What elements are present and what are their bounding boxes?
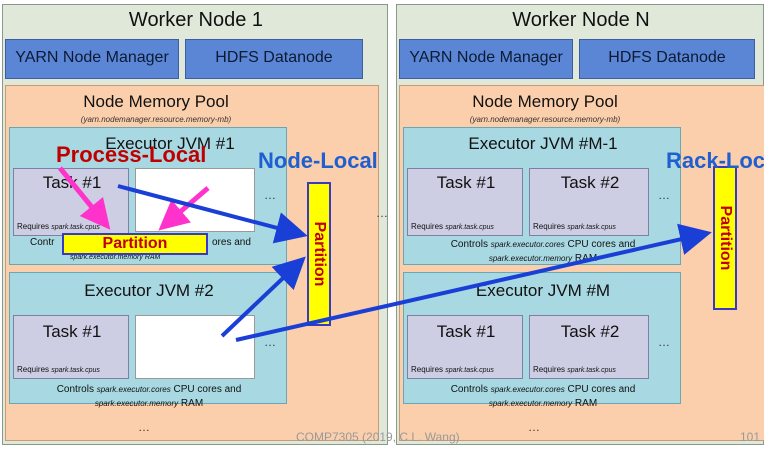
- executor-jvm-2-title: Executor JVM #2: [84, 281, 214, 300]
- node-local-label: Node-Local: [258, 148, 378, 173]
- arrow-node-local-2: [220, 256, 306, 338]
- arrow-process-local-1: [58, 166, 111, 230]
- task-box: Task #2 Requires spark.task.cpus: [529, 168, 649, 236]
- task-requires: Requires spark.task.cpus: [411, 365, 494, 374]
- executor-controls-line2: spark.executor.memory RAM: [70, 254, 161, 261]
- footer-credit: COMP7305 (2019, C.L. Wang): [296, 430, 460, 444]
- ellipsis: …: [264, 188, 276, 202]
- node-memory-pool-title: Node Memory Pool: [83, 92, 229, 111]
- executor-jvm-1-title: Executor JVM #1: [105, 134, 235, 153]
- page-number: 101: [740, 430, 761, 444]
- executor-title: Executor JVM #M-1: [468, 134, 618, 153]
- executor-controls: Controls spark.executor.cores CPU cores …: [450, 239, 636, 264]
- task-name: Task #1: [436, 173, 496, 192]
- executor-title: Executor JVM #M: [475, 281, 611, 300]
- partition-node-local: Partition: [307, 182, 331, 326]
- task-box: Task #1 Requires spark.task.cpus: [13, 315, 129, 379]
- executor-controls: Controls spark.executor.cores CPU cores …: [450, 384, 636, 409]
- partition-rack-local: Partition: [713, 166, 737, 310]
- ellipsis: …: [658, 335, 670, 349]
- worker-node-1-title: Worker Node 1: [128, 9, 264, 31]
- executor-controls: Controls spark.executor.cores CPU cores …: [56, 384, 242, 409]
- yarn-node-manager-box: YARN Node Manager: [399, 39, 573, 79]
- hdfs-datanode-box: HDFS Datanode: [185, 39, 363, 79]
- task-box: Task #1 Requires spark.task.cpus: [407, 315, 523, 379]
- node-memory-pool-subtitle: (yarn.nodemanager.resource.memory-mb): [469, 115, 621, 124]
- executor-controls-right: ores and: [212, 237, 251, 248]
- task-requires: Requires spark.task.cpus: [533, 222, 616, 231]
- node-memory-pool-title: Node Memory Pool: [472, 92, 618, 111]
- executor-jvm-m: Executor JVM #M Task #1 Requires spark.t…: [403, 272, 681, 409]
- process-local-label: Process-Local: [56, 142, 207, 167]
- worker-node-n-title: Worker Node N: [512, 9, 650, 31]
- executor-controls-left: Contr: [30, 237, 55, 248]
- ellipsis: …: [264, 335, 276, 349]
- task-requires: Requires spark.task.cpus: [17, 222, 100, 231]
- partition-process-local: Partition: [62, 233, 208, 255]
- ellipsis-between-nodes: …: [376, 206, 388, 220]
- empty-task-slot: [135, 168, 255, 232]
- task-name: Task #2: [560, 173, 620, 192]
- node-memory-pool: Node Memory Pool (yarn.nodemanager.resou…: [399, 85, 764, 441]
- task-name: Task #2: [560, 322, 620, 341]
- task-name: Task #1: [42, 322, 102, 341]
- worker-node-1: Worker Node 1 YARN Node Manager HDFS Dat…: [2, 4, 388, 445]
- task-name: Task #1: [436, 322, 496, 341]
- task-requires: Requires spark.task.cpus: [411, 222, 494, 231]
- arrow-node-local-1: [117, 184, 308, 244]
- ellipsis: …: [528, 420, 540, 434]
- task-requires: Requires spark.task.cpus: [17, 365, 100, 374]
- task-box: Task #2 Requires spark.task.cpus: [529, 315, 649, 379]
- ellipsis: …: [138, 420, 150, 434]
- task-box: Task #1 Requires spark.task.cpus: [407, 168, 523, 236]
- arrow-rack-local: [235, 223, 712, 342]
- task-requires: Requires spark.task.cpus: [533, 365, 616, 374]
- executor-jvm-m-minus-1: Executor JVM #M-1 Task #1 Requires spark…: [403, 127, 681, 265]
- node-memory-pool-subtitle: (yarn.nodemanager.resource.memory-mb): [80, 115, 232, 124]
- ellipsis: …: [658, 188, 670, 202]
- hdfs-datanode-box: HDFS Datanode: [579, 39, 755, 79]
- rack-local-label: Rack-Loc: [666, 148, 764, 173]
- yarn-node-manager-box: YARN Node Manager: [5, 39, 179, 79]
